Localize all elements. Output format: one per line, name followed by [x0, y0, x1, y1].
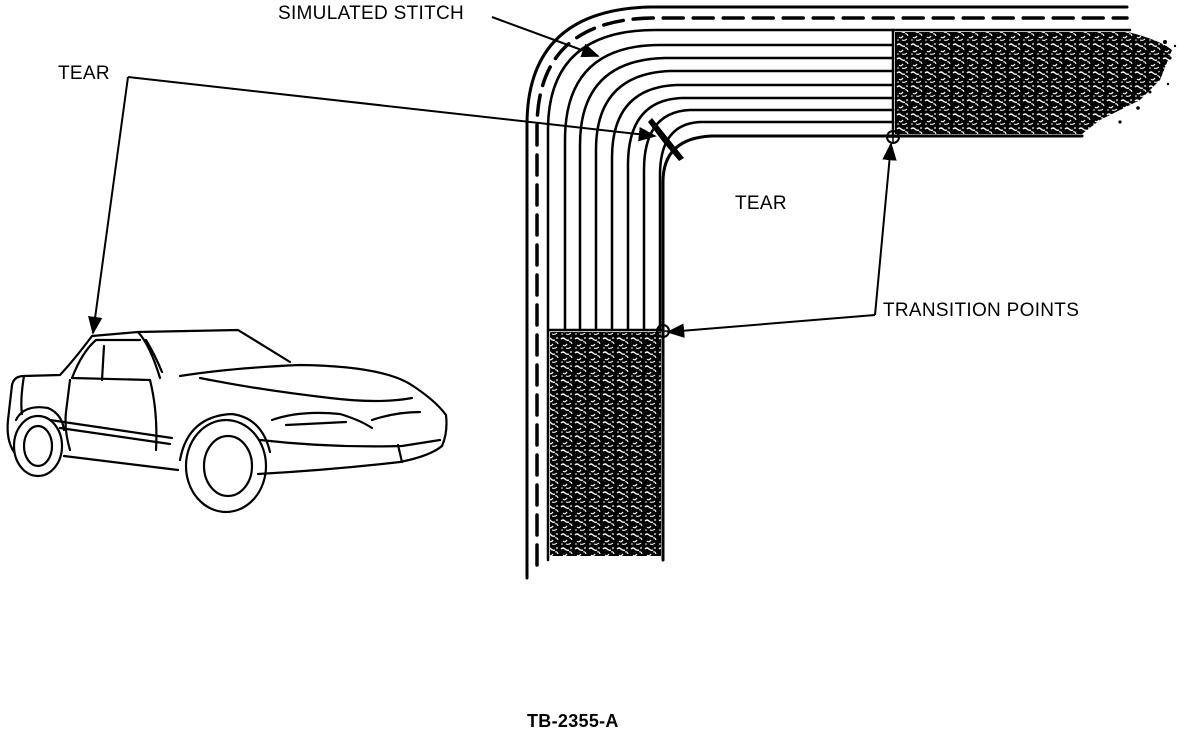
- leader-simulated-stitch: [491, 16, 600, 58]
- trim-strip: [525, 5, 1132, 580]
- grain-texture: [550, 32, 1177, 556]
- strip-stitch-edge: [546, 28, 1132, 562]
- tear-mark: [648, 118, 684, 161]
- figure-id: TB-2355-A: [527, 711, 619, 731]
- leader-transition-lower: [666, 314, 876, 338]
- leader-lines: [88, 16, 897, 338]
- car-illustration: [6, 328, 448, 514]
- strip-inner-edge: [661, 134, 1084, 562]
- label-simulated-stitch: SIMULATED STITCH: [278, 3, 465, 24]
- leader-tear-vertex-top: [127, 76, 657, 142]
- grain-texture-vertical: [550, 332, 661, 556]
- leader-tear-to-car: [88, 76, 129, 335]
- grain-texture-horizontal: [895, 32, 1172, 134]
- simulated-stitch-line: [535, 16, 1129, 567]
- leader-transition-upper: [874, 142, 897, 316]
- label-tear-left: TEAR: [58, 63, 110, 84]
- rear-wheel: [12, 414, 64, 478]
- front-wheel: [184, 418, 268, 514]
- strip-outer-edge: [525, 5, 1129, 580]
- label-transition-points: TRANSITION POINTS: [883, 300, 1080, 321]
- label-tear-center: TEAR: [735, 193, 787, 214]
